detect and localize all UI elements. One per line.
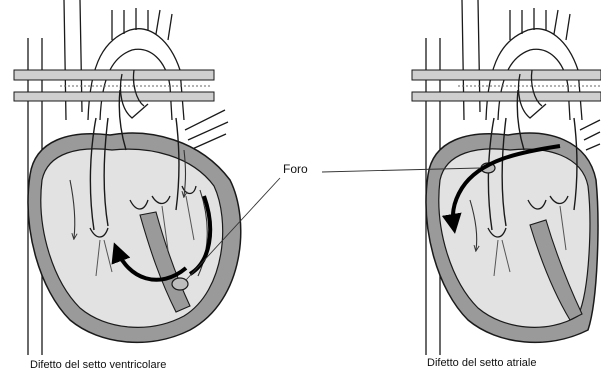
septal-hole	[172, 278, 188, 290]
right-branch-vessels-right	[580, 120, 600, 150]
caption-ventricular-septal-defect: Difetto del setto ventricolare	[30, 359, 166, 371]
pulmonary-trunk-tubes-right	[462, 0, 480, 120]
pulmonary-artery-upper	[14, 70, 214, 80]
pulmonary-artery-lower-right	[412, 92, 601, 101]
arch-branches	[112, 8, 172, 40]
pulmonary-trunk-tubes	[64, 0, 82, 120]
heart-diagram-ventricular	[14, 0, 241, 355]
heart-diagram-atrial	[412, 0, 601, 355]
arch-branches-right	[510, 8, 570, 40]
hole-label: Foro	[283, 162, 308, 176]
right-branch-vessels	[185, 110, 228, 150]
caption-atrial-septal-defect: Difetto del setto atriale	[427, 357, 536, 369]
pulmonary-artery-upper-right	[412, 70, 601, 80]
pulmonary-artery-lower	[14, 92, 214, 101]
